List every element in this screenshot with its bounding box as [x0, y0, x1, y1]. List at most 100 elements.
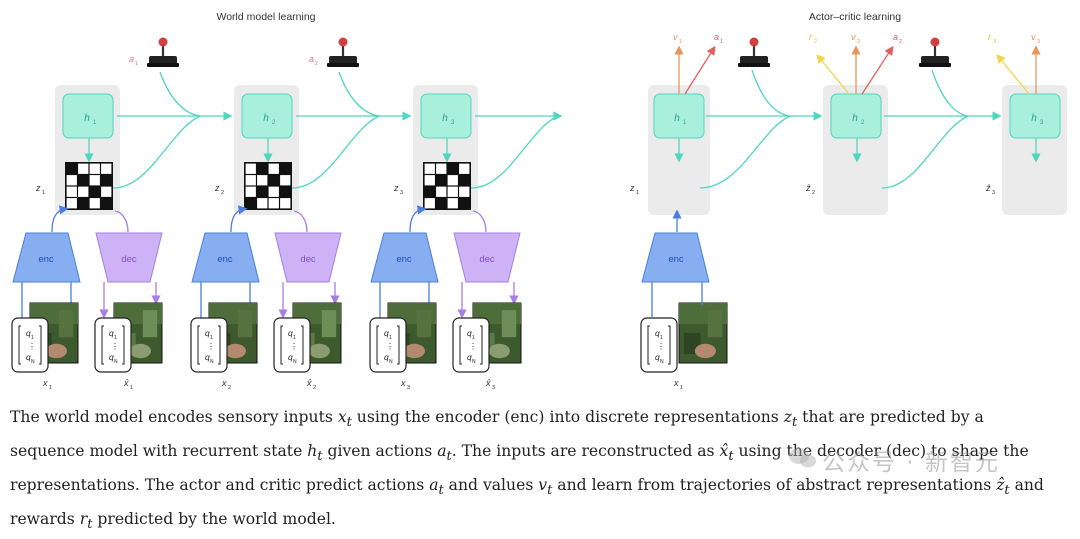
- decoder-3: dec: [453, 232, 521, 283]
- svg-text:1: 1: [42, 190, 45, 196]
- svg-text:N: N: [31, 359, 35, 365]
- svg-text:x̂: x̂: [123, 378, 129, 388]
- svg-text:1: 1: [93, 120, 97, 126]
- encoder-arrows: [51, 205, 427, 233]
- svg-text:q: q: [205, 352, 210, 362]
- svg-text:2: 2: [814, 39, 817, 45]
- svg-text:v: v: [673, 32, 678, 42]
- decoder-1: dec: [95, 232, 163, 283]
- joystick-icon: [919, 37, 951, 67]
- svg-text:N: N: [472, 359, 476, 365]
- svg-text:1: 1: [679, 39, 682, 45]
- recurrent-connections: [84, 71, 563, 189]
- svg-text:3: 3: [407, 385, 410, 391]
- diagram: World model learning Actor–critic learni…: [11, 11, 1067, 391]
- svg-text:ẑ: ẑ: [805, 183, 811, 193]
- svg-text:q: q: [655, 328, 660, 338]
- world-model-title: World model learning: [216, 11, 315, 23]
- svg-text:1: 1: [680, 385, 683, 391]
- discrete-grid: [423, 162, 471, 210]
- svg-text:2: 2: [315, 61, 318, 67]
- decoder-arrows: [114, 210, 487, 233]
- encoder-ac: enc: [641, 232, 710, 283]
- svg-text:dec: dec: [479, 254, 495, 265]
- svg-text:x: x: [42, 378, 48, 388]
- svg-text:N: N: [293, 359, 297, 365]
- svg-text:1: 1: [683, 120, 687, 126]
- svg-text:ẑ: ẑ: [985, 183, 991, 193]
- svg-text:⋮: ⋮: [657, 342, 665, 351]
- svg-text:q: q: [26, 328, 31, 338]
- svg-text:q: q: [26, 352, 31, 362]
- watermark: 公众号 · 新智元: [822, 450, 1000, 476]
- svg-text:1: 1: [49, 385, 52, 391]
- svg-text:1: 1: [293, 335, 296, 341]
- svg-text:q: q: [384, 352, 389, 362]
- actor-critic-outputs: [674, 45, 1041, 95]
- svg-text:⋮: ⋮: [207, 342, 215, 351]
- joystick-icon: [147, 37, 179, 67]
- svg-text:z: z: [393, 183, 399, 193]
- h-state-ac-1: h 1: [653, 93, 705, 139]
- svg-text:1: 1: [389, 335, 392, 341]
- encoder-arrows-ac: [651, 209, 703, 318]
- svg-text:3: 3: [1040, 120, 1044, 126]
- svg-text:3: 3: [492, 385, 495, 391]
- svg-text:3: 3: [400, 190, 403, 196]
- svg-text:1: 1: [472, 335, 475, 341]
- svg-text:enc: enc: [38, 254, 54, 265]
- svg-text:x: x: [673, 378, 679, 388]
- joysticks: [147, 37, 951, 67]
- svg-text:x̂: x̂: [485, 378, 491, 388]
- svg-text:3: 3: [451, 120, 455, 126]
- svg-text:⋮: ⋮: [290, 342, 298, 351]
- svg-text:a: a: [714, 32, 719, 42]
- svg-text:z: z: [214, 183, 220, 193]
- discrete-grid: [244, 162, 292, 210]
- discrete-grid: [65, 162, 113, 210]
- svg-text:enc: enc: [668, 254, 684, 265]
- svg-text:a: a: [129, 54, 134, 64]
- svg-text:3: 3: [992, 190, 995, 196]
- svg-text:x: x: [400, 378, 406, 388]
- decoder-2: dec: [274, 232, 342, 283]
- h-state-2: h 2: [241, 93, 293, 139]
- svg-text:h: h: [442, 113, 448, 124]
- svg-text:h: h: [852, 113, 858, 124]
- svg-text:N: N: [210, 359, 214, 365]
- h-state-ac-2: h 2: [830, 93, 882, 139]
- h-state-ac-3: h 3: [1009, 93, 1061, 139]
- svg-text:2: 2: [313, 385, 316, 391]
- svg-text:⋮: ⋮: [386, 342, 394, 351]
- joystick-icon: [327, 37, 359, 67]
- decoder-to-output-lines: [99, 282, 519, 319]
- svg-text:v: v: [1031, 32, 1036, 42]
- svg-text:r: r: [809, 32, 813, 42]
- encoder-3: enc: [370, 232, 439, 283]
- svg-text:z: z: [629, 183, 635, 193]
- svg-text:x̂: x̂: [306, 378, 312, 388]
- svg-text:⋮: ⋮: [111, 342, 119, 351]
- svg-text:1: 1: [135, 61, 138, 67]
- joystick-icon: [738, 37, 770, 67]
- svg-text:3: 3: [993, 39, 996, 45]
- svg-text:2: 2: [857, 39, 860, 45]
- svg-text:N: N: [660, 359, 664, 365]
- svg-text:a: a: [893, 32, 898, 42]
- svg-text:dec: dec: [300, 254, 316, 265]
- svg-text:r: r: [988, 32, 992, 42]
- svg-text:q: q: [467, 328, 472, 338]
- svg-text:q: q: [655, 352, 660, 362]
- svg-text:q: q: [109, 352, 114, 362]
- svg-text:2: 2: [899, 39, 902, 45]
- svg-text:h: h: [674, 113, 680, 124]
- svg-text:v: v: [851, 32, 856, 42]
- svg-text:2: 2: [861, 120, 865, 126]
